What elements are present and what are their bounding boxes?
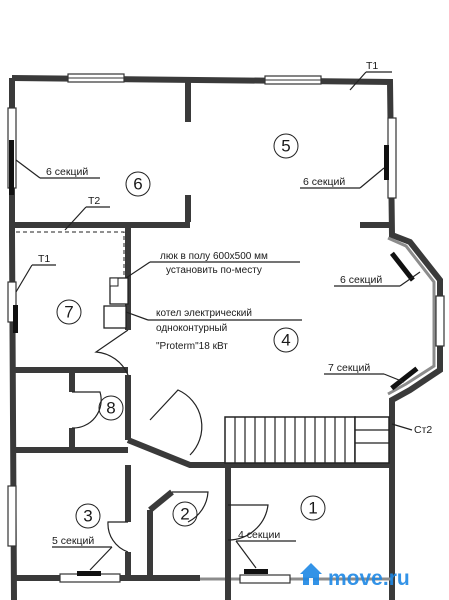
radiator-left-mid bbox=[13, 305, 18, 333]
room-6: 6 bbox=[125, 171, 151, 197]
label-ct2: Ст2 bbox=[414, 424, 432, 436]
label-t2: Т2 bbox=[88, 195, 100, 207]
house-icon bbox=[300, 563, 322, 585]
room-numbers: 1 2 3 4 5 6 7 8 bbox=[56, 133, 326, 529]
room-7: 7 bbox=[56, 299, 82, 325]
label-radiator-7-bay: 7 секций bbox=[328, 362, 370, 374]
radiator-bottom-mid bbox=[244, 569, 268, 574]
radiator-left-top bbox=[9, 140, 14, 195]
radiator-right-top bbox=[384, 145, 389, 180]
label-radiator-6-bay: 6 секций bbox=[340, 274, 382, 286]
label-radiator-5-bottom: 5 секций bbox=[52, 535, 94, 547]
label-boiler-line1: котел электрический bbox=[156, 308, 252, 319]
watermark: move.ru bbox=[300, 563, 410, 590]
watermark-text: move.ru bbox=[328, 567, 410, 590]
room-2-number: 2 bbox=[180, 505, 189, 524]
leader-lines bbox=[15, 71, 421, 571]
room-1: 1 bbox=[300, 495, 326, 521]
radiator-bottom-left bbox=[77, 571, 101, 576]
annotations: Т1 Т2 Т1 Ст2 6 секций 6 секций 6 секций … bbox=[38, 60, 432, 547]
label-hatch-line2: установить по-месту bbox=[166, 265, 262, 276]
room-3-number: 3 bbox=[83, 507, 92, 526]
radiator-bay-upper bbox=[389, 251, 415, 282]
label-t1-left: Т1 bbox=[38, 253, 50, 265]
staircase bbox=[224, 416, 390, 464]
label-hatch-line1: люк в полу 600х500 мм bbox=[160, 251, 268, 262]
room-2: 2 bbox=[172, 501, 198, 527]
room-5-number: 5 bbox=[281, 137, 290, 156]
room-3: 3 bbox=[75, 503, 101, 529]
label-radiator-6-right: 6 секций bbox=[303, 176, 345, 188]
room-4-number: 4 bbox=[281, 331, 290, 350]
label-t1-top: Т1 bbox=[366, 60, 378, 72]
room-7-number: 7 bbox=[64, 303, 73, 322]
label-boiler-line3: "Proterm"18 кВт bbox=[156, 341, 228, 352]
room-5: 5 bbox=[273, 133, 299, 159]
radiators bbox=[9, 140, 419, 576]
room-8-number: 8 bbox=[106, 399, 115, 418]
label-boiler-line2: одноконтурный bbox=[156, 323, 227, 334]
room-6-number: 6 bbox=[133, 175, 142, 194]
label-radiator-6-left: 6 секций bbox=[46, 166, 88, 178]
room-8: 8 bbox=[98, 395, 124, 421]
label-radiator-4-bottom: 4 секции bbox=[238, 529, 280, 541]
equipment bbox=[103, 277, 129, 329]
room-1-number: 1 bbox=[308, 499, 317, 518]
interior-walls bbox=[14, 82, 392, 600]
room-4: 4 bbox=[273, 327, 299, 353]
dashed-partition bbox=[16, 231, 125, 275]
radiator-bay-lower bbox=[390, 366, 419, 391]
doors bbox=[71, 329, 269, 553]
